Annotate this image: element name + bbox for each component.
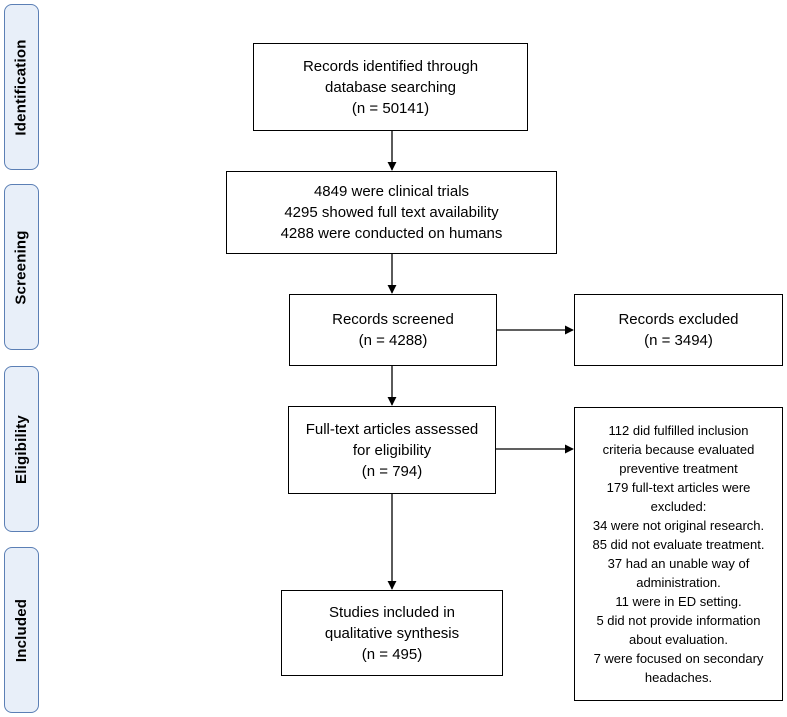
phase-tab-included: Included	[4, 547, 39, 713]
studies-included-line-1: Studies included in	[329, 603, 455, 621]
records-identified-count: (n = 50141)	[351, 99, 430, 117]
records-excluded-count: (n = 3494)	[644, 332, 713, 349]
exclusion-line-7: 85 did not evaluate treatment.	[592, 537, 765, 552]
exclusion-line-2: criteria because evaluated	[602, 442, 755, 457]
phase-tab-identification: Identification	[4, 4, 39, 170]
studies-included-count: (n = 495)	[361, 645, 423, 663]
records-identified-line-2: database searching	[325, 78, 456, 96]
filter-criteria-box: 4849 were clinical trials 4295 showed fu…	[226, 171, 557, 254]
records-identified-line-1: Records identified through	[302, 57, 479, 75]
exclusion-line-10: 11 were in ED setting.	[615, 594, 742, 609]
filter-humans: 4288 were conducted on humans	[280, 225, 503, 242]
exclusion-line-12: about evaluation.	[628, 632, 729, 647]
exclusion-line-5: excluded:	[650, 499, 707, 514]
records-identified-box: Records identified through database sear…	[253, 43, 528, 131]
phase-tab-eligibility: Eligibility	[4, 366, 39, 532]
filter-clinical-trials: 4849 were clinical trials	[313, 183, 470, 200]
studies-included-line-2: qualitative synthesis	[324, 624, 460, 642]
exclusion-line-14: headaches.	[644, 670, 713, 685]
exclusion-line-8: 37 had an unable way of	[607, 556, 750, 571]
exclusion-line-9: administration.	[636, 575, 721, 590]
studies-included-box: Studies included in qualitative synthesi…	[281, 590, 503, 676]
exclusion-line-1: 112 did fulfilled inclusion	[608, 423, 749, 438]
fulltext-assessed-box: Full-text articles assessed for eligibil…	[288, 406, 496, 494]
records-screened-box: Records screened (n = 4288)	[289, 294, 497, 366]
phase-tab-screening: Screening	[4, 184, 39, 350]
fulltext-excluded-box: 112 did fulfilled inclusion criteria bec…	[574, 407, 783, 701]
fulltext-assessed-count: (n = 794)	[361, 462, 423, 480]
exclusion-line-6: 34 were not original research.	[592, 518, 765, 533]
exclusion-line-4: 179 full-text articles were	[606, 480, 751, 495]
fulltext-assessed-line-2: for eligibility	[352, 441, 432, 459]
records-excluded-label: Records excluded	[618, 311, 739, 328]
exclusion-line-13: 7 were focused on secondary	[593, 651, 764, 666]
exclusion-line-11: 5 did not provide information	[596, 613, 761, 628]
fulltext-assessed-line-1: Full-text articles assessed	[305, 420, 479, 438]
exclusion-line-3: preventive treatment	[619, 461, 738, 476]
records-excluded-box: Records excluded (n = 3494)	[574, 294, 783, 366]
filter-full-text: 4295 showed full text availability	[284, 204, 499, 221]
records-screened-count: (n = 4288)	[358, 332, 428, 349]
records-screened-label: Records screened	[332, 311, 454, 328]
